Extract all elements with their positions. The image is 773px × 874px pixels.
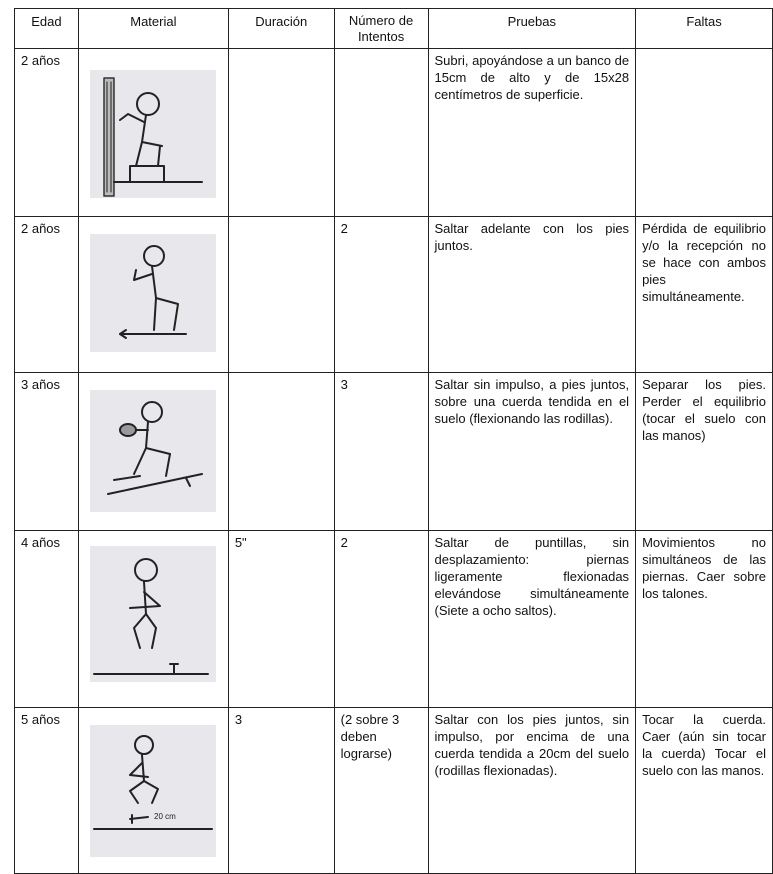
cell-faltas: Tocar la cuerda. Caer (aún sin tocar la … [635,707,773,874]
cell-edad: 4 años [14,530,79,708]
cell-pruebas: Saltar de puntillas, sin desplazamiento:… [427,530,637,708]
table-row: 4 años 5" 2 Saltar de pu [14,530,773,708]
cell-faltas [635,48,773,217]
cell-edad: 2 años [14,216,79,373]
cell-material [77,216,229,373]
header-intentos: Número de Intentos [333,8,429,49]
child-jumping-high-rope-icon: 20 cm [90,725,217,857]
cell-pruebas: Subri, apoyándose a un banco de 15cm de … [427,48,637,217]
cell-duracion [227,372,335,531]
table-row: 2 años [14,48,773,217]
cell-edad: 5 años [14,707,79,874]
cell-duracion: 5" [227,530,335,708]
cell-duracion [227,216,335,373]
table-row: 3 años 3 S [14,372,773,531]
table-row: 5 años 20 cm 3 (2 [14,707,773,874]
header-material: Material [77,8,229,49]
cell-pruebas: Saltar adelante con los pies juntos. [427,216,637,373]
child-jumping-over-rope-icon [90,390,217,512]
figure-caption: 20 cm [154,812,176,821]
cell-pruebas: Saltar con los pies juntos, sin impulso,… [427,707,637,874]
cell-edad: 2 años [14,48,79,217]
table-row: 2 años 2 Saltar adelante con los pie [14,216,773,373]
cell-faltas: Movimientos no simultáneos de las pierna… [635,530,773,708]
cell-material: 20 cm [77,707,229,874]
cell-intentos: 3 [333,372,429,531]
cell-intentos [333,48,429,217]
cell-pruebas: Saltar sin impulso, a pies juntos, sobre… [427,372,637,531]
cell-faltas: Pérdida de equilibrio y/o la recepción n… [635,216,773,373]
header-duracion: Duración [227,8,335,49]
child-jumping-forward-icon [90,234,217,352]
cell-intentos: 2 [333,216,429,373]
cell-duracion: 3 [227,707,335,874]
header-faltas: Faltas [635,8,773,49]
motor-tests-table: Edad Material Duración Número de Intento… [14,8,773,874]
header-pruebas: Pruebas [427,8,637,49]
child-climbing-step-icon [90,70,217,198]
cell-duracion [227,48,335,217]
cell-intentos: 2 [333,530,429,708]
cell-intentos: (2 sobre 3 deben lograrse) [333,707,429,874]
cell-material [77,48,229,217]
header-edad: Edad [14,8,79,49]
child-tiptoe-jumping-icon [90,546,217,682]
cell-faltas: Separar los pies. Perder el equilibrio (… [635,372,773,531]
cell-material [77,372,229,531]
cell-edad: 3 años [14,372,79,531]
header-row: Edad Material Duración Número de Intento… [14,8,773,49]
cell-material [77,530,229,708]
